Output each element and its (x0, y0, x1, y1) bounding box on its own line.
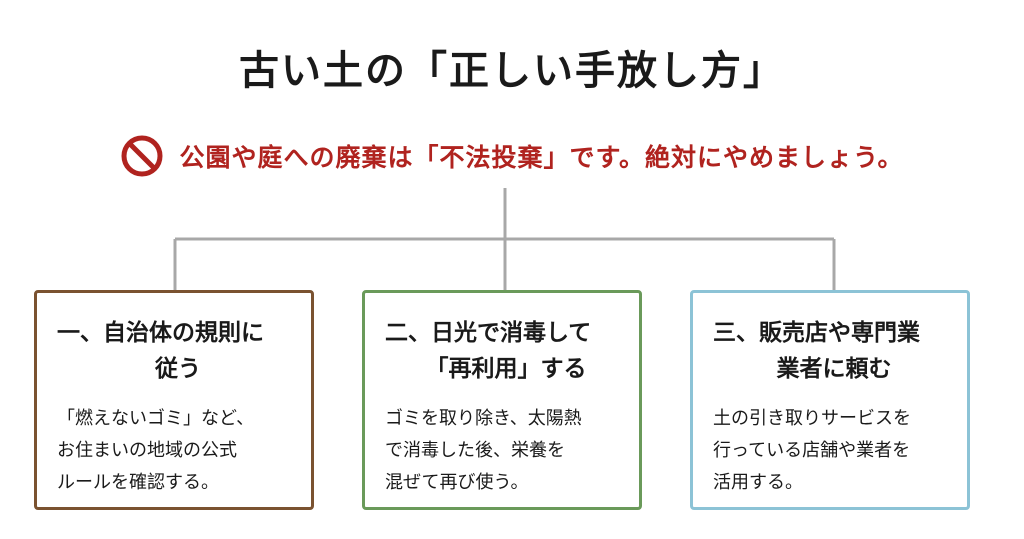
page-title: 古い土の「正しい手放し方」 (239, 47, 785, 94)
card-body-line: ルールを確認する。 (57, 472, 219, 493)
card-heading-line1: 三、販売店や専門業 (713, 320, 920, 346)
card-body-line: お住まいの地域の公式 (57, 440, 237, 461)
card-heading: 二、日光で消毒して 「再利用」する (385, 315, 627, 387)
card-sun-disinfect-reuse: 二、日光で消毒して 「再利用」する ゴミを取り除き、太陽熱 で消毒した後、栄養を… (362, 290, 642, 510)
card-body-line: ゴミを取り除き、太陽熱 (385, 408, 582, 429)
card-body-line: 土の引き取りサービスを (713, 408, 911, 429)
card-heading-line1: 二、日光で消毒して (385, 320, 592, 346)
card-body-line: 混ぜて再び使う。 (385, 472, 529, 493)
card-body: 「燃えないゴミ」など、 お住まいの地域の公式 ルールを確認する。 (57, 403, 299, 499)
card-municipal-rules: 一、自治体の規則に 従う 「燃えないゴミ」など、 お住まいの地域の公式 ルールを… (34, 290, 314, 510)
prohibited-icon (121, 135, 163, 177)
card-body-line: 行っている店舗や業者を (713, 440, 911, 461)
card-body: 土の引き取りサービスを 行っている店舗や業者を 活用する。 (713, 403, 955, 499)
warning-banner: 公園や庭への廃棄は「不法投棄」です。絶対にやめましょう。 (0, 134, 1024, 178)
card-body-line: で消毒した後、栄養を (385, 440, 565, 461)
warning-text: 公園や庭への廃棄は「不法投棄」です。絶対にやめましょう。 (179, 143, 904, 172)
card-heading-line2: 従う (155, 356, 201, 382)
card-heading: 三、販売店や専門業 業者に頼む (713, 315, 955, 387)
card-heading-line2: 業者に頼む (776, 356, 892, 382)
card-body: ゴミを取り除き、太陽熱 で消毒した後、栄養を 混ぜて再び使う。 (385, 403, 627, 499)
card-ask-store-or-vendor: 三、販売店や専門業 業者に頼む 土の引き取りサービスを 行っている店舗や業者を … (690, 290, 970, 510)
card-body-line: 「燃えないゴミ」など、 (57, 408, 255, 429)
card-heading-line1: 一、自治体の規則に (57, 320, 264, 346)
card-body-line: 活用する。 (713, 472, 803, 493)
card-heading: 一、自治体の規則に 従う (57, 315, 299, 387)
card-heading-line2: 「再利用」する (425, 356, 587, 382)
